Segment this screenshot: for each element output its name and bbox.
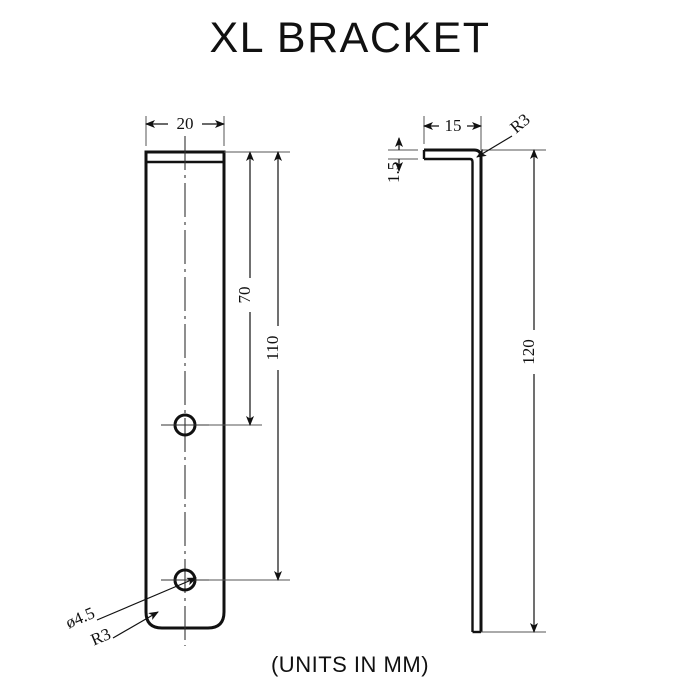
dimension-label-width: 20 [177, 114, 194, 133]
width-label-backdrop [168, 112, 202, 134]
dim120-label-backdrop [523, 330, 545, 374]
bend-radius-leader-line [476, 135, 513, 158]
dimension-label-corner-radius: R3 [88, 624, 114, 649]
dimension-label-110: 110 [263, 336, 282, 361]
dimension-label-bend-radius: R3 [506, 110, 533, 137]
dim110-label-backdrop [267, 326, 289, 370]
page-title: XL BRACKET [209, 14, 491, 62]
front-view: 20 70 110 ø4.5 R3 [63, 112, 290, 649]
units-caption: (UNITS IN MM) [270, 652, 430, 677]
dimension-label-hole-diameter: ø4.5 [63, 603, 98, 632]
dimension-label-70: 70 [235, 287, 254, 304]
dim15-label-backdrop [439, 114, 467, 136]
dim70-label-backdrop [239, 278, 261, 312]
dimension-label-thickness: 1.5 [384, 162, 403, 183]
dimension-label-flange-length: 15 [445, 116, 462, 135]
hole-diameter-leader-line [96, 577, 197, 621]
side-view-inner-contour [424, 157, 474, 632]
dimension-label-overall-height: 120 [519, 339, 538, 365]
corner-radius-leader-line [112, 611, 159, 639]
side-view: 15 1.5 120 R3 [384, 110, 546, 634]
